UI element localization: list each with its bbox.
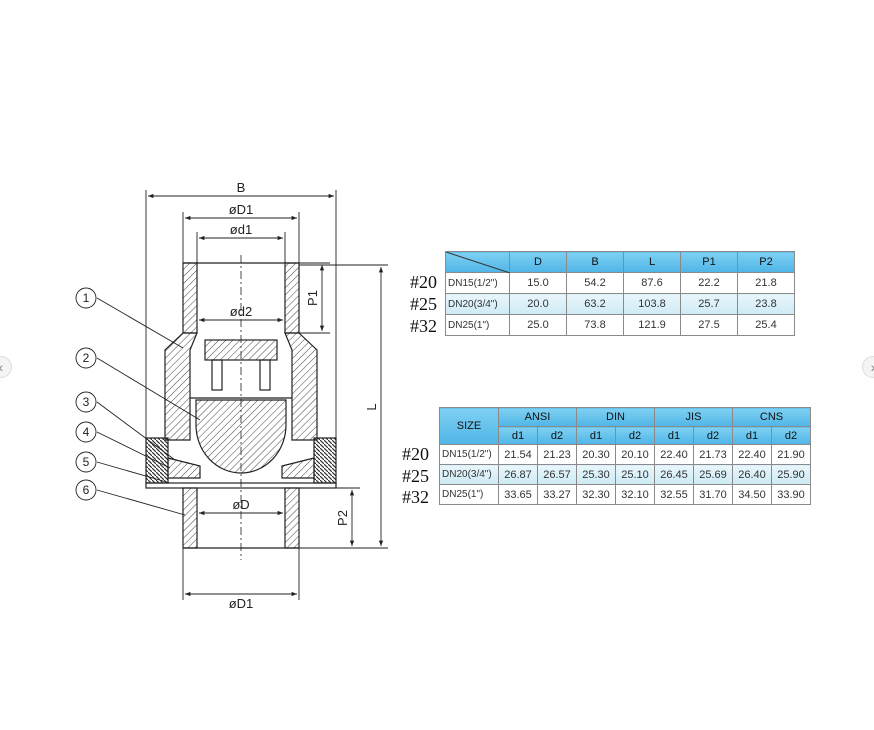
- group-header-cns: CNS: [732, 407, 811, 427]
- cell: 31.70: [693, 484, 733, 505]
- dimension-lines: [145, 190, 388, 600]
- callout-3: 3: [83, 395, 90, 409]
- row-tag-25: #25: [402, 466, 429, 486]
- cell: 21.73: [693, 444, 733, 465]
- cell: 25.10: [615, 464, 655, 485]
- corner-header: [445, 251, 510, 273]
- cell: 25.69: [693, 464, 733, 485]
- cell: 21.54: [498, 444, 538, 465]
- col-header-P2: P2: [737, 251, 795, 273]
- size-cell: DN20(3/4"): [445, 293, 510, 315]
- cell: 25.4: [737, 314, 795, 336]
- cell: 54.2: [566, 272, 624, 294]
- cell: 26.45: [654, 464, 694, 485]
- row-tag-32: #32: [402, 487, 429, 507]
- cell: 87.6: [623, 272, 681, 294]
- cell: 22.2: [680, 272, 738, 294]
- cell: 15.0: [509, 272, 567, 294]
- row-tag-32: #32: [410, 316, 437, 336]
- cell: 26.87: [498, 464, 538, 485]
- chevron-left-icon: ‹: [0, 359, 3, 375]
- cell: 32.30: [576, 484, 616, 505]
- col-header-P1: P1: [680, 251, 738, 273]
- cell: 32.10: [615, 484, 655, 505]
- callout-2: 2: [83, 351, 90, 365]
- table-row: DN20(3/4") 26.87 26.57 25.30 25.10 26.45…: [439, 464, 811, 485]
- size-cell: DN15(1/2"): [445, 272, 510, 294]
- table-row: DN25(1") 25.0 73.8 121.9 27.5 25.4: [445, 314, 795, 336]
- cell: 21.90: [771, 444, 811, 465]
- col-header-D: D: [509, 251, 567, 273]
- cell: 121.9: [623, 314, 681, 336]
- sub-header-d1: d1: [576, 426, 616, 445]
- row-tag-25: #25: [410, 294, 437, 314]
- cell: 33.27: [537, 484, 577, 505]
- row-tag-20: #20: [410, 272, 437, 292]
- sub-header-d1: d1: [732, 426, 772, 445]
- cell: 33.90: [771, 484, 811, 505]
- cell: 34.50: [732, 484, 772, 505]
- cell: 22.40: [732, 444, 772, 465]
- dim-P1: P1: [305, 290, 320, 306]
- group-header-jis: JIS: [654, 407, 733, 427]
- cell: 21.23: [537, 444, 577, 465]
- sub-header-d1: d1: [498, 426, 538, 445]
- dim-d1: ød1: [230, 222, 252, 237]
- cell: 20.10: [615, 444, 655, 465]
- cell: 33.65: [498, 484, 538, 505]
- cell: 25.0: [509, 314, 567, 336]
- cell: 20.30: [576, 444, 616, 465]
- table-row: DN15(1/2") 15.0 54.2 87.6 22.2 21.8: [445, 272, 795, 294]
- cell: 103.8: [623, 293, 681, 315]
- dim-P2: P2: [335, 510, 350, 526]
- cell: 25.7: [680, 293, 738, 315]
- dim-D1-bottom: øD1: [229, 596, 254, 611]
- size-cell: DN25(1"): [439, 484, 499, 505]
- table-row: DN25(1") 33.65 33.27 32.30 32.10 32.55 3…: [439, 484, 811, 505]
- dim-B: B: [237, 180, 246, 195]
- callout-1: 1: [83, 291, 90, 305]
- cell: 27.5: [680, 314, 738, 336]
- sub-header-d2: d2: [771, 426, 811, 445]
- cell: 26.57: [537, 464, 577, 485]
- cell: 63.2: [566, 293, 624, 315]
- cell: 22.40: [654, 444, 694, 465]
- size-cell: DN25(1"): [445, 314, 510, 336]
- cell: 32.55: [654, 484, 694, 505]
- dim-D1-top: øD1: [229, 202, 254, 217]
- col-header-B: B: [566, 251, 624, 273]
- group-header-din: DIN: [576, 407, 655, 427]
- cell: 25.90: [771, 464, 811, 485]
- table-row: DN15(1/2") 21.54 21.23 20.30 20.10 22.40…: [439, 444, 811, 465]
- chevron-right-icon: ›: [871, 359, 874, 375]
- group-header-ansi: ANSI: [498, 407, 577, 427]
- size-cell: DN20(3/4"): [439, 464, 499, 485]
- sub-header-d2: d2: [537, 426, 577, 445]
- cell: 23.8: [737, 293, 795, 315]
- sub-header-d2: d2: [693, 426, 733, 445]
- col-header-L: L: [623, 251, 681, 273]
- dim-D: øD: [232, 497, 249, 512]
- sub-header-d2: d2: [615, 426, 655, 445]
- row-tag-20: #20: [402, 444, 429, 464]
- dim-d2: ød2: [230, 304, 252, 319]
- size-header: SIZE: [439, 407, 499, 445]
- table-row: DN20(3/4") 20.0 63.2 103.8 25.7 23.8: [445, 293, 795, 315]
- cell: 25.30: [576, 464, 616, 485]
- cell: 20.0: [509, 293, 567, 315]
- dim-L: L: [364, 403, 379, 410]
- callout-4: 4: [83, 425, 90, 439]
- cell: 21.8: [737, 272, 795, 294]
- size-cell: DN15(1/2"): [439, 444, 499, 465]
- valve-body: [145, 255, 337, 560]
- cell: 26.40: [732, 464, 772, 485]
- standards-table: SIZE ANSI DIN JIS CNS d1 d2 d1 d2 d1 d2 …: [439, 407, 811, 505]
- callout-6: 6: [83, 483, 90, 497]
- cell: 73.8: [566, 314, 624, 336]
- sub-header-d1: d1: [654, 426, 694, 445]
- dimension-table: D B L P1 P2 DN15(1/2") 15.0 54.2 87.6 22…: [445, 251, 795, 336]
- callout-5: 5: [83, 455, 90, 469]
